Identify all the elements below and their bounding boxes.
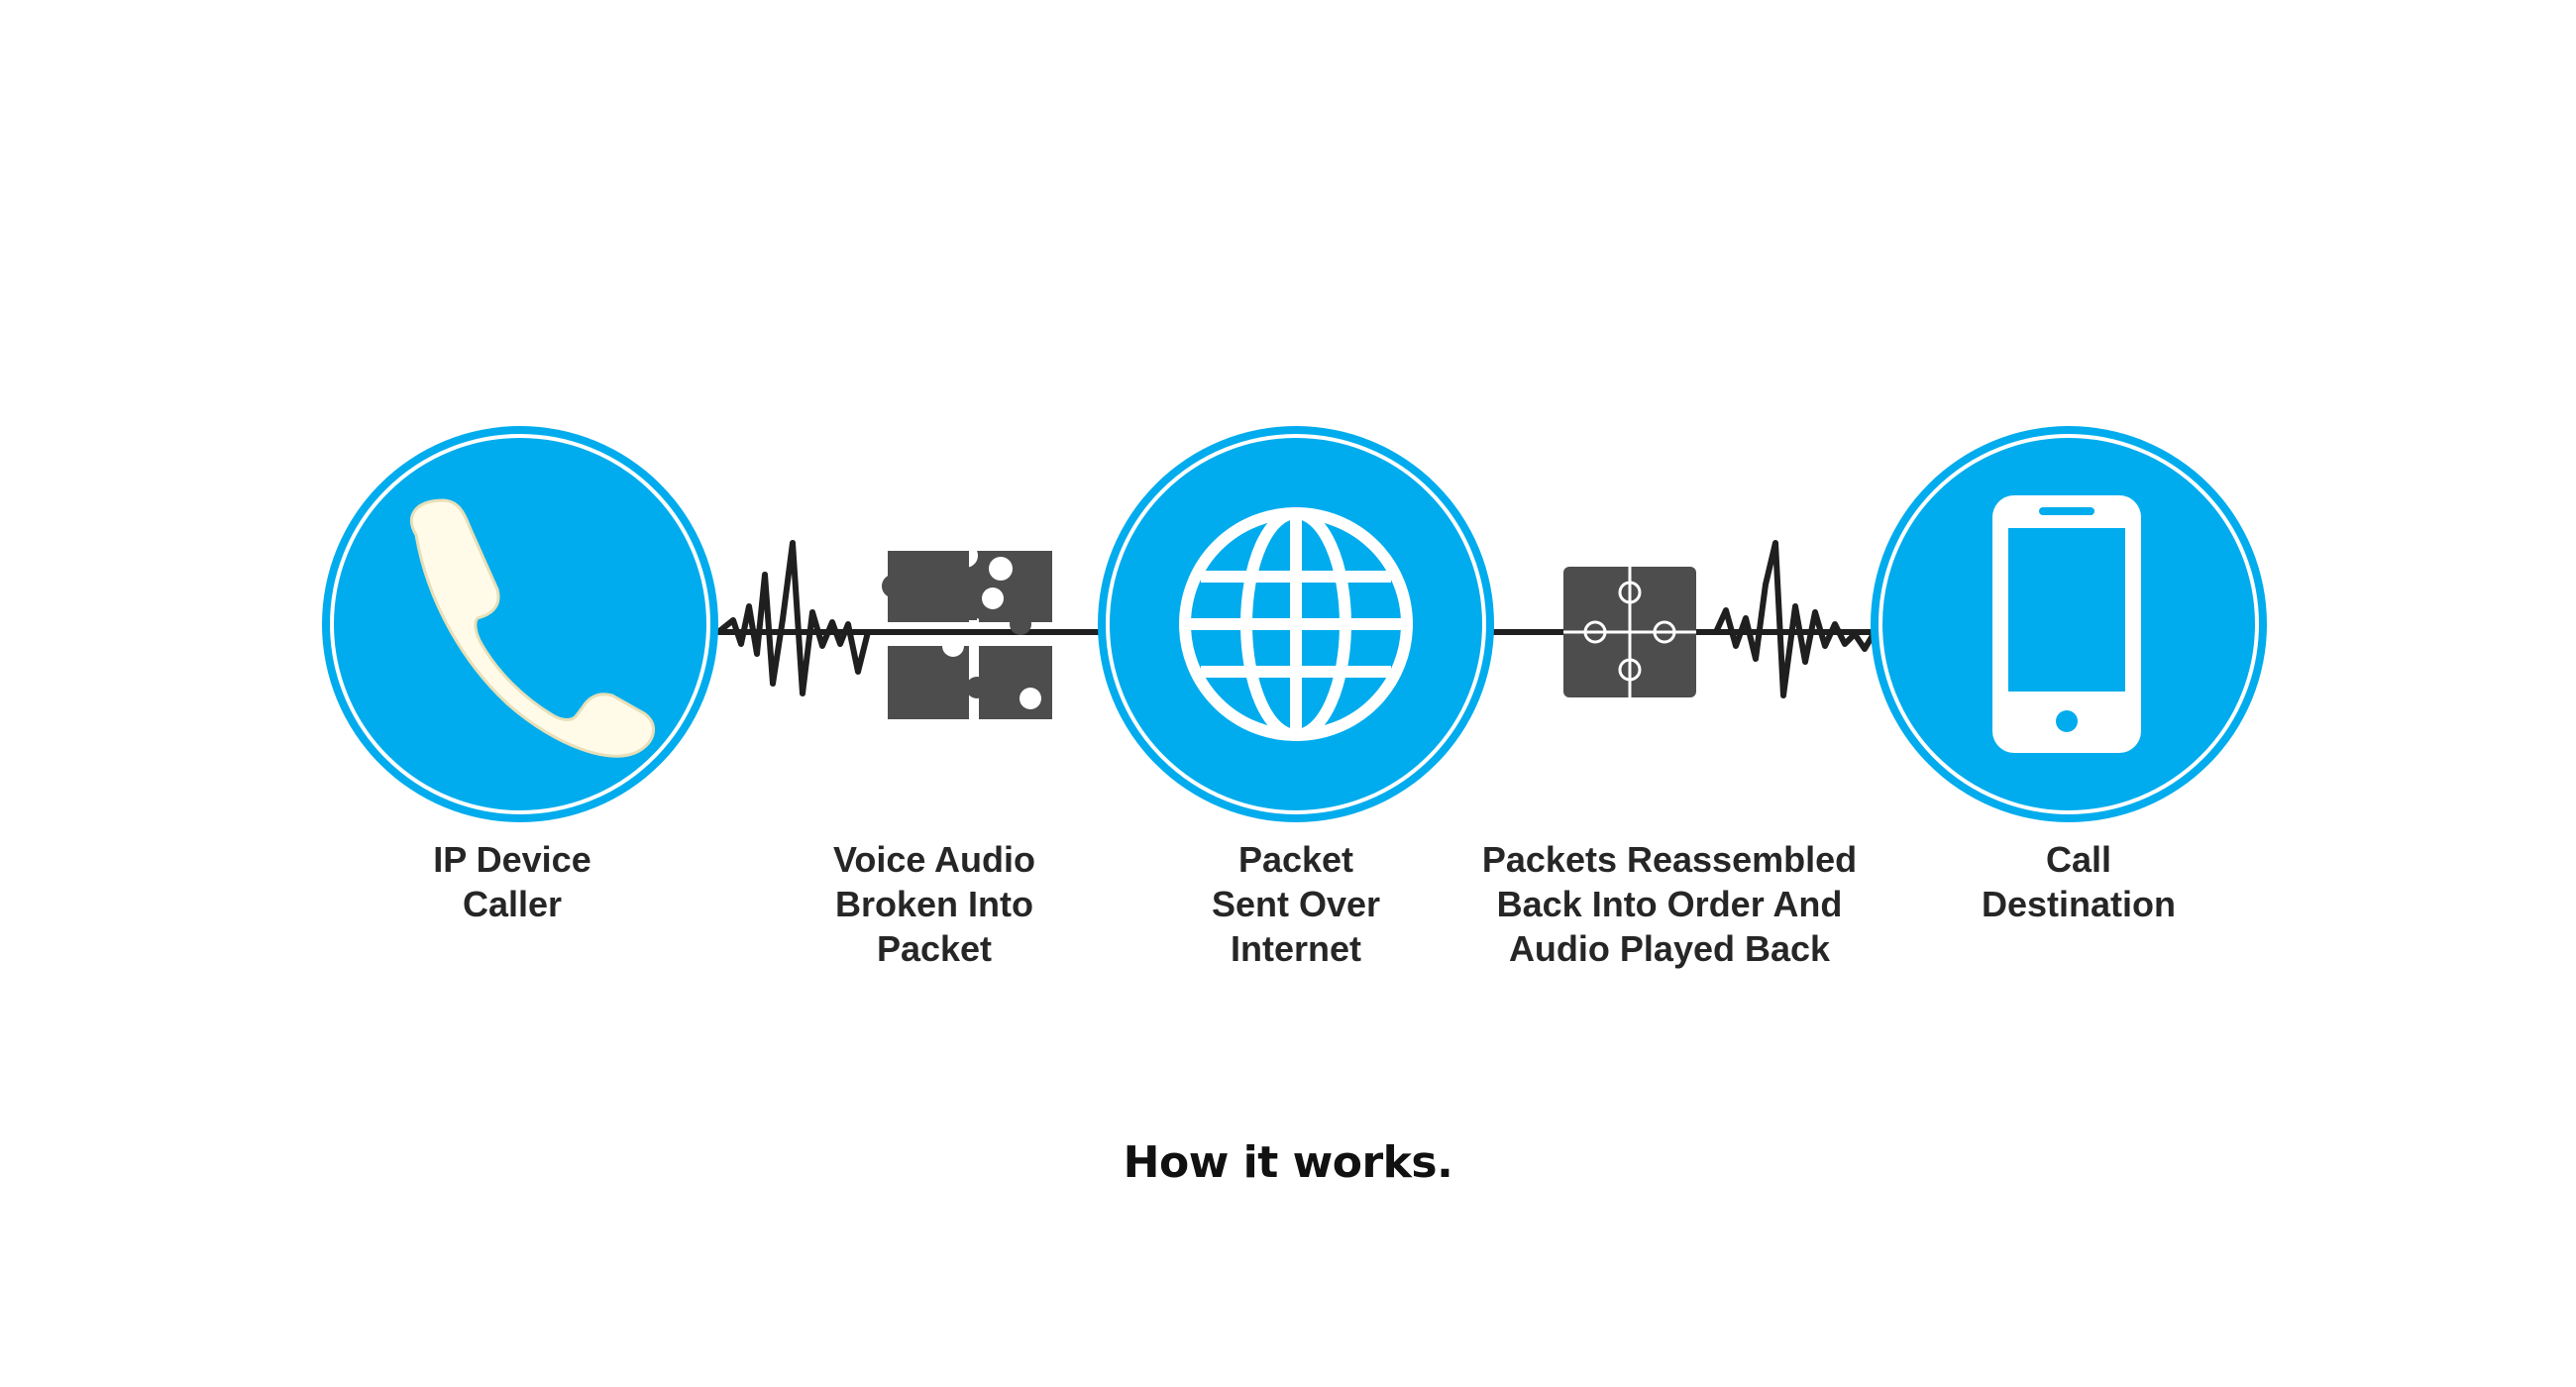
label-line: IP Device: [433, 839, 591, 880]
internet-circle: [1098, 426, 1494, 822]
audio-waveform-right: [1713, 540, 1878, 698]
step-label-destination: Call Destination: [1871, 837, 2287, 926]
phone-handset-icon: [409, 498, 655, 758]
caller-circle: [322, 426, 718, 822]
label-line: Audio Played Back: [1508, 928, 1831, 969]
label-line: Packet: [1237, 839, 1354, 880]
step-label-reassemble: Packets Reassembled Back Into Order And …: [1461, 837, 1878, 971]
step-label-internet: Packet Sent Over Internet: [1088, 837, 1504, 971]
step-label-packetize: Voice Audio Broken Into Packet: [726, 837, 1142, 971]
label-line: Broken Into: [834, 884, 1033, 924]
smartphone-icon: [1992, 495, 2141, 753]
label-line: Destination: [1981, 884, 2176, 924]
puzzle-pieces-assembled-icon: [1563, 567, 1696, 697]
label-line: Sent Over: [1211, 884, 1381, 924]
destination-circle: [1871, 426, 2267, 822]
label-line: Packets Reassembled: [1481, 839, 1858, 880]
label-line: Caller: [462, 884, 563, 924]
label-line: Back Into Order And: [1496, 884, 1843, 924]
label-line: Internet: [1230, 928, 1361, 969]
label-line: Voice Audio: [832, 839, 1035, 880]
label-line: Call: [2045, 839, 2112, 880]
step-label-caller: IP Device Caller: [304, 837, 720, 926]
caption: How it works.: [1123, 1137, 1453, 1188]
globe-icon: [1179, 507, 1413, 741]
label-line: Packet: [876, 928, 993, 969]
audio-waveform-left: [716, 540, 871, 696]
puzzle-pieces-separated-icon: [882, 551, 1052, 719]
